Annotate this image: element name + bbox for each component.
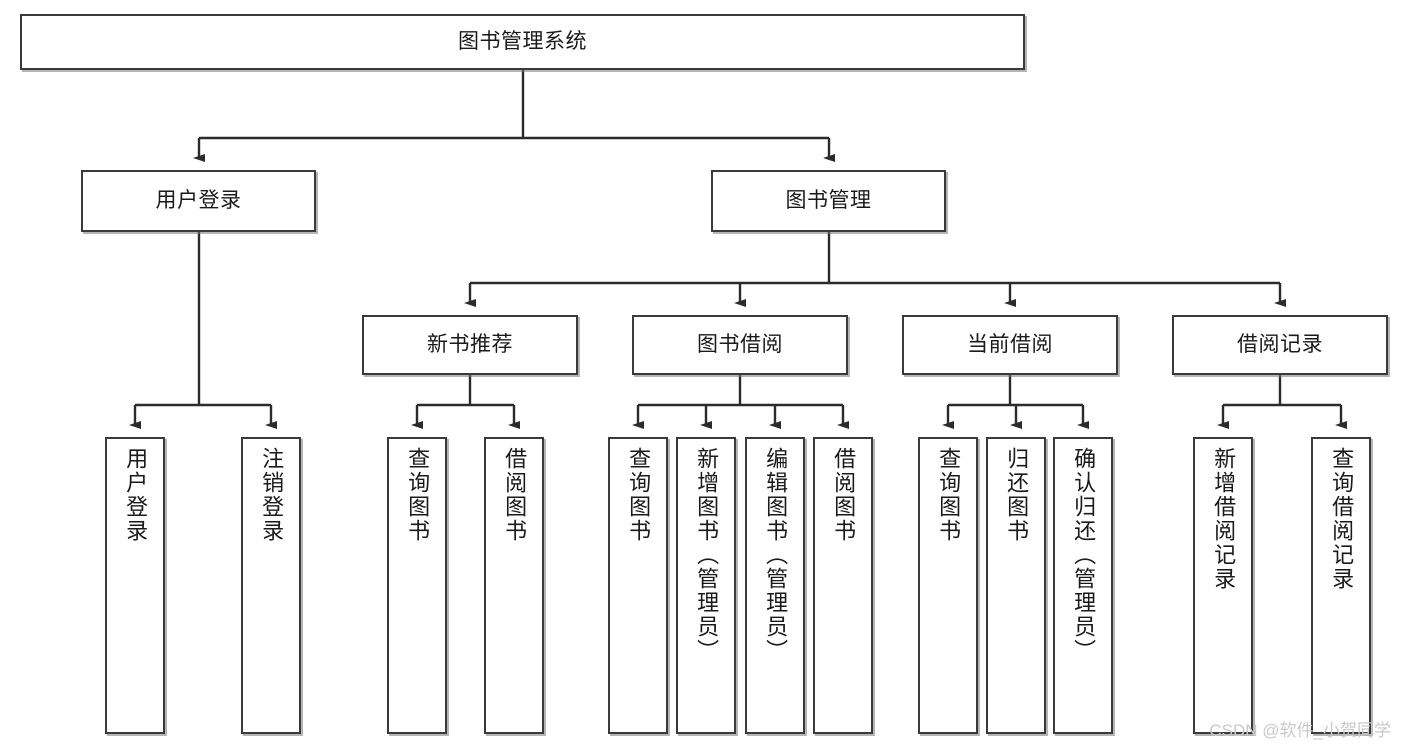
node-book-borrow[interactable]: 图书借阅 (632, 315, 848, 375)
node-leaf-borrow-1[interactable]: 借阅图书 (484, 437, 544, 734)
node-new-book-rec[interactable]: 新书推荐 (362, 315, 578, 375)
node-label: 注销登录 (259, 447, 285, 543)
node-leaf-login[interactable]: 用户登录 (105, 437, 165, 734)
node-leaf-return[interactable]: 归还图书 (986, 437, 1046, 734)
node-leaf-query-2[interactable]: 查询图书 (608, 437, 668, 734)
node-label: 新增借阅记录 (1211, 447, 1237, 591)
node-leaf-query-1[interactable]: 查询图书 (387, 437, 447, 734)
node-leaf-confirm[interactable]: 确认归还（管理员） (1053, 437, 1113, 734)
node-leaf-query-3[interactable]: 查询图书 (918, 437, 978, 734)
node-label: 查询图书 (405, 447, 431, 543)
node-label: 新增图书（管理员） (694, 447, 720, 663)
node-label: 查询借阅记录 (1329, 447, 1355, 591)
node-leaf-edit-book[interactable]: 编辑图书（管理员） (745, 437, 805, 734)
node-label: 用户登录 (123, 447, 149, 543)
node-leaf-borrow-2[interactable]: 借阅图书 (813, 437, 873, 734)
node-label: 当前借阅 (967, 333, 1053, 357)
node-label: 查询图书 (626, 447, 652, 543)
node-label: 查询图书 (936, 447, 962, 543)
node-book-manage[interactable]: 图书管理 (711, 170, 946, 232)
node-user-login[interactable]: 用户登录 (81, 170, 316, 232)
node-root[interactable]: 图书管理系统 (20, 14, 1025, 70)
node-label: 确认归还（管理员） (1071, 447, 1097, 663)
node-leaf-add-record[interactable]: 新增借阅记录 (1193, 437, 1253, 734)
node-label: 图书管理 (785, 189, 872, 213)
node-label: 借阅图书 (831, 447, 857, 543)
node-leaf-qry-record[interactable]: 查询借阅记录 (1311, 437, 1371, 734)
node-label: 借阅图书 (502, 447, 528, 543)
node-label: 编辑图书（管理员） (763, 447, 789, 663)
node-label: 用户登录 (155, 189, 242, 213)
node-label: 借阅记录 (1237, 333, 1323, 357)
node-leaf-add-book[interactable]: 新增图书（管理员） (676, 437, 736, 734)
node-label: 归还图书 (1004, 447, 1030, 543)
node-label: 新书推荐 (427, 333, 513, 357)
node-label: 图书借阅 (697, 333, 783, 357)
node-borrow-record[interactable]: 借阅记录 (1172, 315, 1388, 375)
node-current-borrow[interactable]: 当前借阅 (902, 315, 1118, 375)
node-leaf-logout[interactable]: 注销登录 (241, 437, 301, 734)
node-label: 图书管理系统 (458, 30, 587, 54)
